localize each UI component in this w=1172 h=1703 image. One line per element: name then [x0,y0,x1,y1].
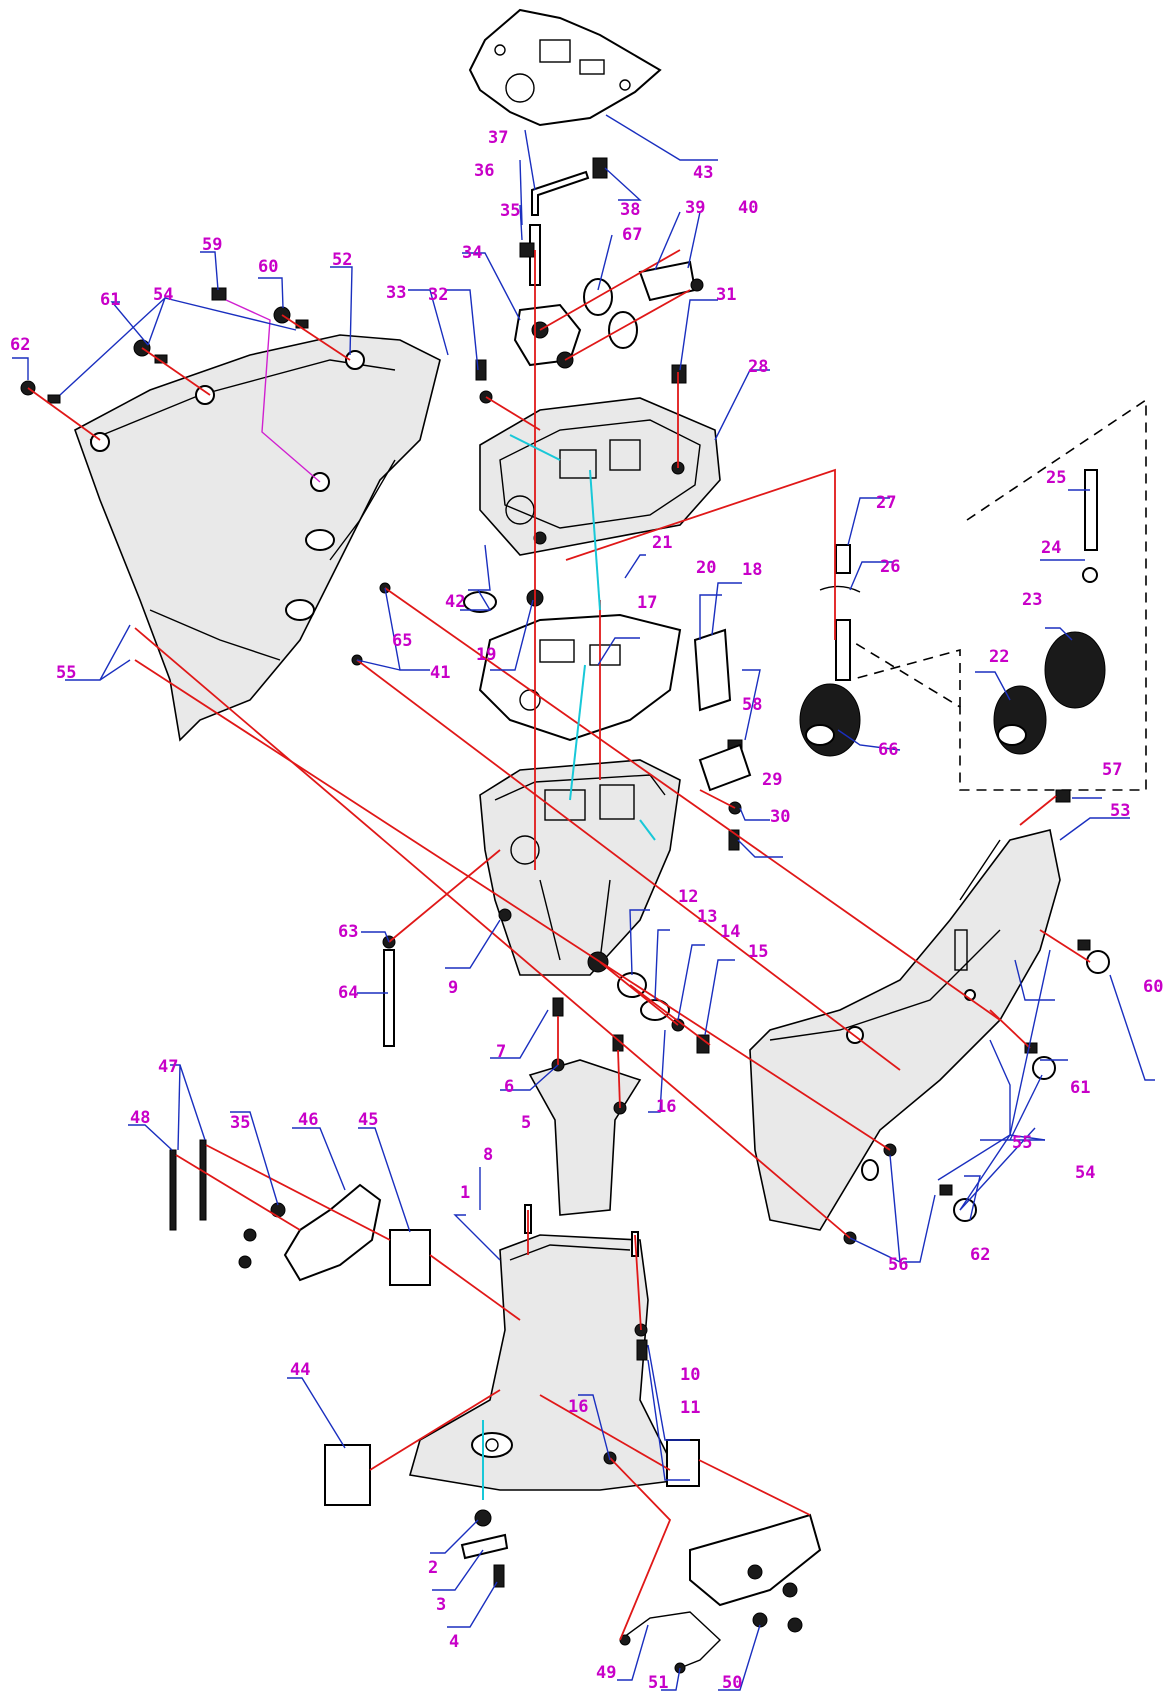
right-clamp [619,1439,822,1674]
label-16-upper: 16 [656,1097,676,1117]
label-30: 30 [770,807,790,827]
label-60-right: 60 [1143,977,1163,997]
label-39: 39 [685,198,705,218]
label-61-right: 61 [1070,1078,1090,1098]
label-46: 46 [298,1110,318,1130]
label-19: 19 [476,645,496,665]
label-52: 52 [332,250,352,270]
label-56: 56 [888,1255,908,1275]
label-67: 67 [622,225,642,245]
label-14: 14 [720,922,740,942]
upper-small-parts [475,157,704,404]
label-17: 17 [637,593,657,613]
label-64: 64 [338,983,358,1003]
label-38: 38 [620,200,640,220]
left-clamp [169,1139,431,1506]
label-21: 21 [652,533,672,553]
label-23: 23 [1022,590,1042,610]
label-2: 2 [428,1558,438,1578]
label-28: 28 [748,357,768,377]
label-37: 37 [488,128,508,148]
label-13: 13 [697,907,717,927]
label-26: 26 [880,557,900,577]
right-fasteners [843,789,1110,1245]
lower-insert-5 [528,997,642,1216]
alignment-lines [482,434,656,1500]
label-4: 4 [449,1632,459,1652]
label-60-left: 60 [258,257,278,277]
label-41: 41 [430,663,450,683]
label-32: 32 [428,285,448,305]
label-29: 29 [762,770,782,790]
label-36: 36 [474,161,494,181]
label-62-left: 62 [10,335,30,355]
middle-housing [479,739,743,976]
label-44: 44 [290,1360,310,1380]
label-55-left: 55 [56,663,76,683]
lower-case-1 [408,1204,682,1491]
label-35-upper: 35 [500,201,520,221]
assembly-lines [27,249,1091,1641]
label-45: 45 [358,1110,378,1130]
label-6: 6 [504,1077,514,1097]
label-7: 7 [496,1042,506,1062]
label-62-right: 62 [970,1245,990,1265]
label-55-right: 55 [1012,1133,1032,1153]
label-11: 11 [680,1398,700,1418]
label-54-right: 54 [1075,1163,1095,1183]
label-51: 51 [648,1673,668,1693]
label-54-left: 54 [153,285,173,305]
label-9: 9 [448,978,458,998]
right-cowling-53 [749,829,1061,1231]
label-18: 18 [742,560,762,580]
upper-housing-28 [479,397,721,556]
label-50: 50 [722,1673,742,1693]
label-3: 3 [436,1595,446,1615]
label-5: 5 [521,1113,531,1133]
label-66: 66 [878,740,898,760]
leader-lines [12,114,1155,1691]
label-63: 63 [338,922,358,942]
lower-fasteners-2-4 [460,1509,509,1588]
label-15: 15 [748,942,768,962]
label-43: 43 [693,163,713,183]
label-42: 42 [445,592,465,612]
label-31: 31 [716,285,736,305]
cushion-parts [799,398,1147,791]
label-48: 48 [130,1108,150,1128]
label-25: 25 [1046,468,1066,488]
label-33: 33 [386,283,406,303]
label-12: 12 [678,887,698,907]
label-58: 58 [742,695,762,715]
label-47: 47 [158,1057,178,1077]
label-61-left: 61 [100,290,120,310]
label-57: 57 [1102,760,1122,780]
label-59: 59 [202,235,222,255]
middle-gasket-20 [463,589,732,742]
label-53: 53 [1110,801,1130,821]
label-49: 49 [596,1663,616,1683]
side-fasteners [382,743,752,1054]
label-20: 20 [696,558,716,578]
label-24: 24 [1041,538,1061,558]
label-34: 34 [462,243,482,263]
label-16-lower: 16 [568,1397,588,1417]
label-1: 1 [460,1183,470,1203]
label-27: 27 [876,493,896,513]
label-22: 22 [989,647,1009,667]
gasket-43 [468,8,662,127]
label-35-lower: 35 [230,1113,250,1133]
label-10: 10 [680,1365,700,1385]
left-cowling-52 [74,334,441,742]
label-65: 65 [392,631,412,651]
part-labels: 1 2 3 4 5 6 7 8 9 10 11 12 13 14 15 16 1… [10,128,1163,1693]
label-40: 40 [738,198,758,218]
label-8: 8 [483,1145,493,1165]
link-lines [225,299,321,483]
